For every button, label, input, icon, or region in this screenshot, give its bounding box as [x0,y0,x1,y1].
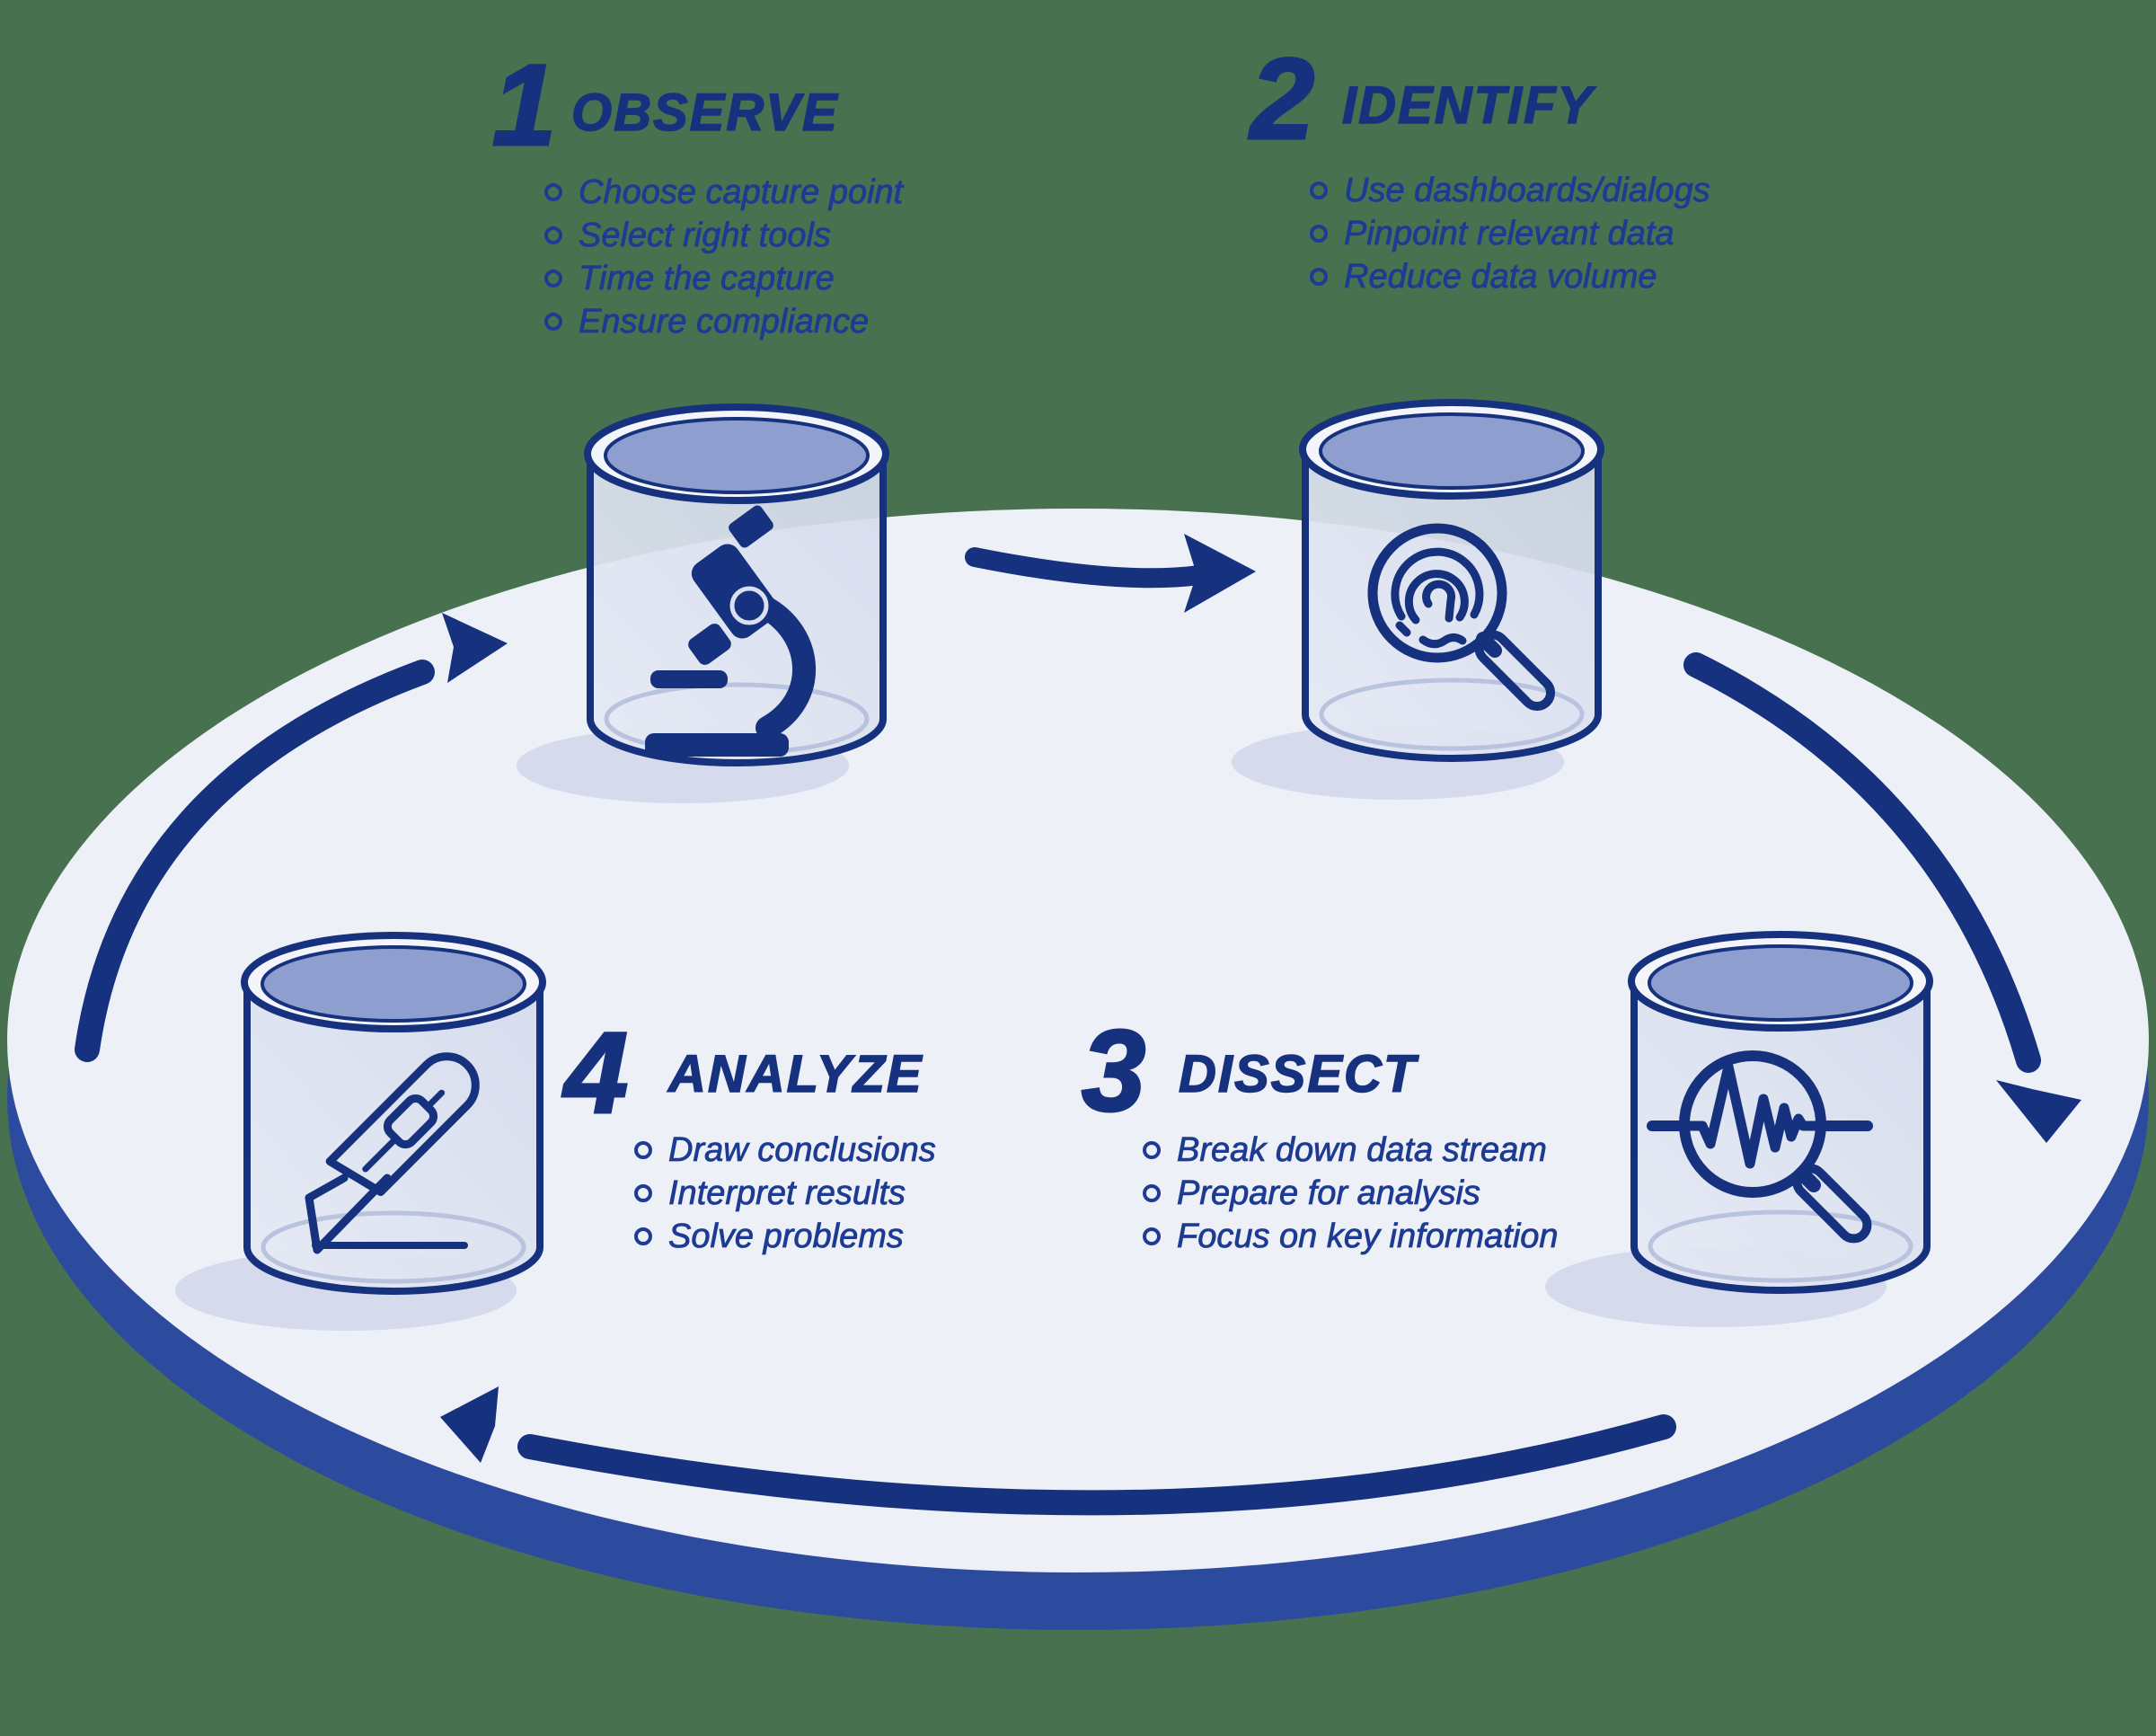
knife-slider [383,1094,438,1149]
step-3-number: 3 [1080,1007,1146,1136]
magnifier-lens [1367,523,1507,663]
cylinder-top-opening [604,417,870,494]
bullet-text: Time the capture [579,260,835,297]
bullet-item: Select right tools [544,214,903,257]
bullet-ring-icon [544,183,562,201]
bullet-ring-icon [1310,182,1328,199]
cylinder-floor-line [1319,678,1585,751]
arrow-identify-to-dissect-icon [1683,652,2081,1143]
cylinder-floor-line [261,1210,526,1284]
step-2-bullets: Use dashboards/dialogs Pinpoint relevant… [1310,169,1710,298]
bullet-text: Focus on key information [1177,1218,1559,1255]
bullet-text: Pinpoint relevant data [1344,215,1674,252]
bullet-text: Select right tools [579,217,832,254]
waveform-pulse-line [1681,1061,1825,1169]
bullet-item: Draw conclusions [634,1129,936,1172]
knife-blade [305,1174,392,1254]
cylinder-top-opening [1648,944,1913,1022]
cylinder-analyze [241,932,546,1295]
step-3-title: DISSECT [1178,1045,1418,1103]
bullet-item: Pinpoint relevant data [1310,212,1710,255]
arrow-dissect-to-analyze-icon [440,1386,1676,1516]
arrow-observe-to-identify-icon [965,534,1256,613]
bullet-ring-icon [1143,1141,1161,1159]
microscope-stage [650,670,728,688]
bullet-item: Break down data stream [1143,1129,1559,1172]
bullet-text: Draw conclusions [668,1131,937,1169]
bullet-item: Use dashboards/dialogs [1310,169,1710,212]
cylinder-dissect [1628,931,1933,1294]
bullet-item: Focus on key information [1143,1215,1559,1258]
bullet-text: Choose capture point [579,173,904,211]
knife-body [325,1052,480,1197]
bullet-text: Break down data stream [1177,1131,1548,1169]
fingerprint-lines [1391,547,1484,649]
cylinder-identify [1299,399,1604,762]
bullet-ring-icon [1143,1184,1161,1202]
magnifier-handle [1792,1164,1872,1244]
bullet-item: Reduce data volume [1310,255,1710,298]
bullet-ring-icon [544,313,562,331]
step-3-bullets: Break down data stream Prepare for analy… [1143,1129,1559,1258]
cylinder-floor-line [1648,1209,1913,1283]
bullet-item: Prepare for analysis [1143,1172,1559,1215]
fingerprint-magnifier-icon [1367,523,1556,712]
step-1-number: 1 [490,41,557,170]
microscope-icon [645,505,817,757]
waveform-magnifier-icon [1647,1050,1873,1244]
arrow-analyze-to-observe-icon [75,613,508,1062]
step-4-number: 4 [562,1009,629,1138]
utility-knife-icon [305,1052,480,1254]
bullet-text: Use dashboards/dialogs [1344,172,1711,209]
bullet-item: Solve problems [634,1215,936,1258]
microscope-eyepiece [729,505,773,548]
bullet-ring-icon [634,1141,652,1159]
cycle-arrows [75,534,2081,1516]
bullet-item: Ensure compliance [544,300,903,343]
bullet-ring-icon [1143,1227,1161,1245]
bullet-text: Interpret results [668,1174,906,1212]
step-2-title: IDENTIFY [1341,76,1595,135]
bullet-item: Choose capture point [544,171,904,214]
bullet-ring-icon [634,1184,652,1202]
bullet-ring-icon [544,226,562,244]
step-1-bullets: Choose capture point Select right tools … [544,171,904,343]
bullet-text: Reduce data volume [1344,258,1657,296]
microscope-base [645,733,789,757]
bullet-text: Prepare for analysis [1177,1174,1481,1212]
microscope-joint [729,586,769,625]
bullet-ring-icon [1310,225,1328,243]
bullet-ring-icon [634,1227,652,1245]
cylinder-top-opening [261,945,526,1023]
step-2-number: 2 [1249,35,1315,164]
bullet-item: Time the capture [544,257,903,300]
bullet-ring-icon [544,270,562,288]
magnifier-handle [1474,630,1556,712]
step-4-bullets: Draw conclusions Interpret results Solve… [634,1129,936,1258]
cylinder-top-opening [1319,412,1585,490]
microscope-arm [754,596,817,740]
bullet-item: Interpret results [634,1172,936,1215]
bullet-text: Solve problems [668,1218,905,1255]
cylinder-observe [584,403,889,766]
bullet-text: Ensure compliance [579,303,870,341]
step-1-title: OBSERVE [570,84,839,142]
bullet-ring-icon [1310,268,1328,286]
step-4-title: ANALYZE [667,1045,923,1103]
microscope-nose [688,624,731,665]
